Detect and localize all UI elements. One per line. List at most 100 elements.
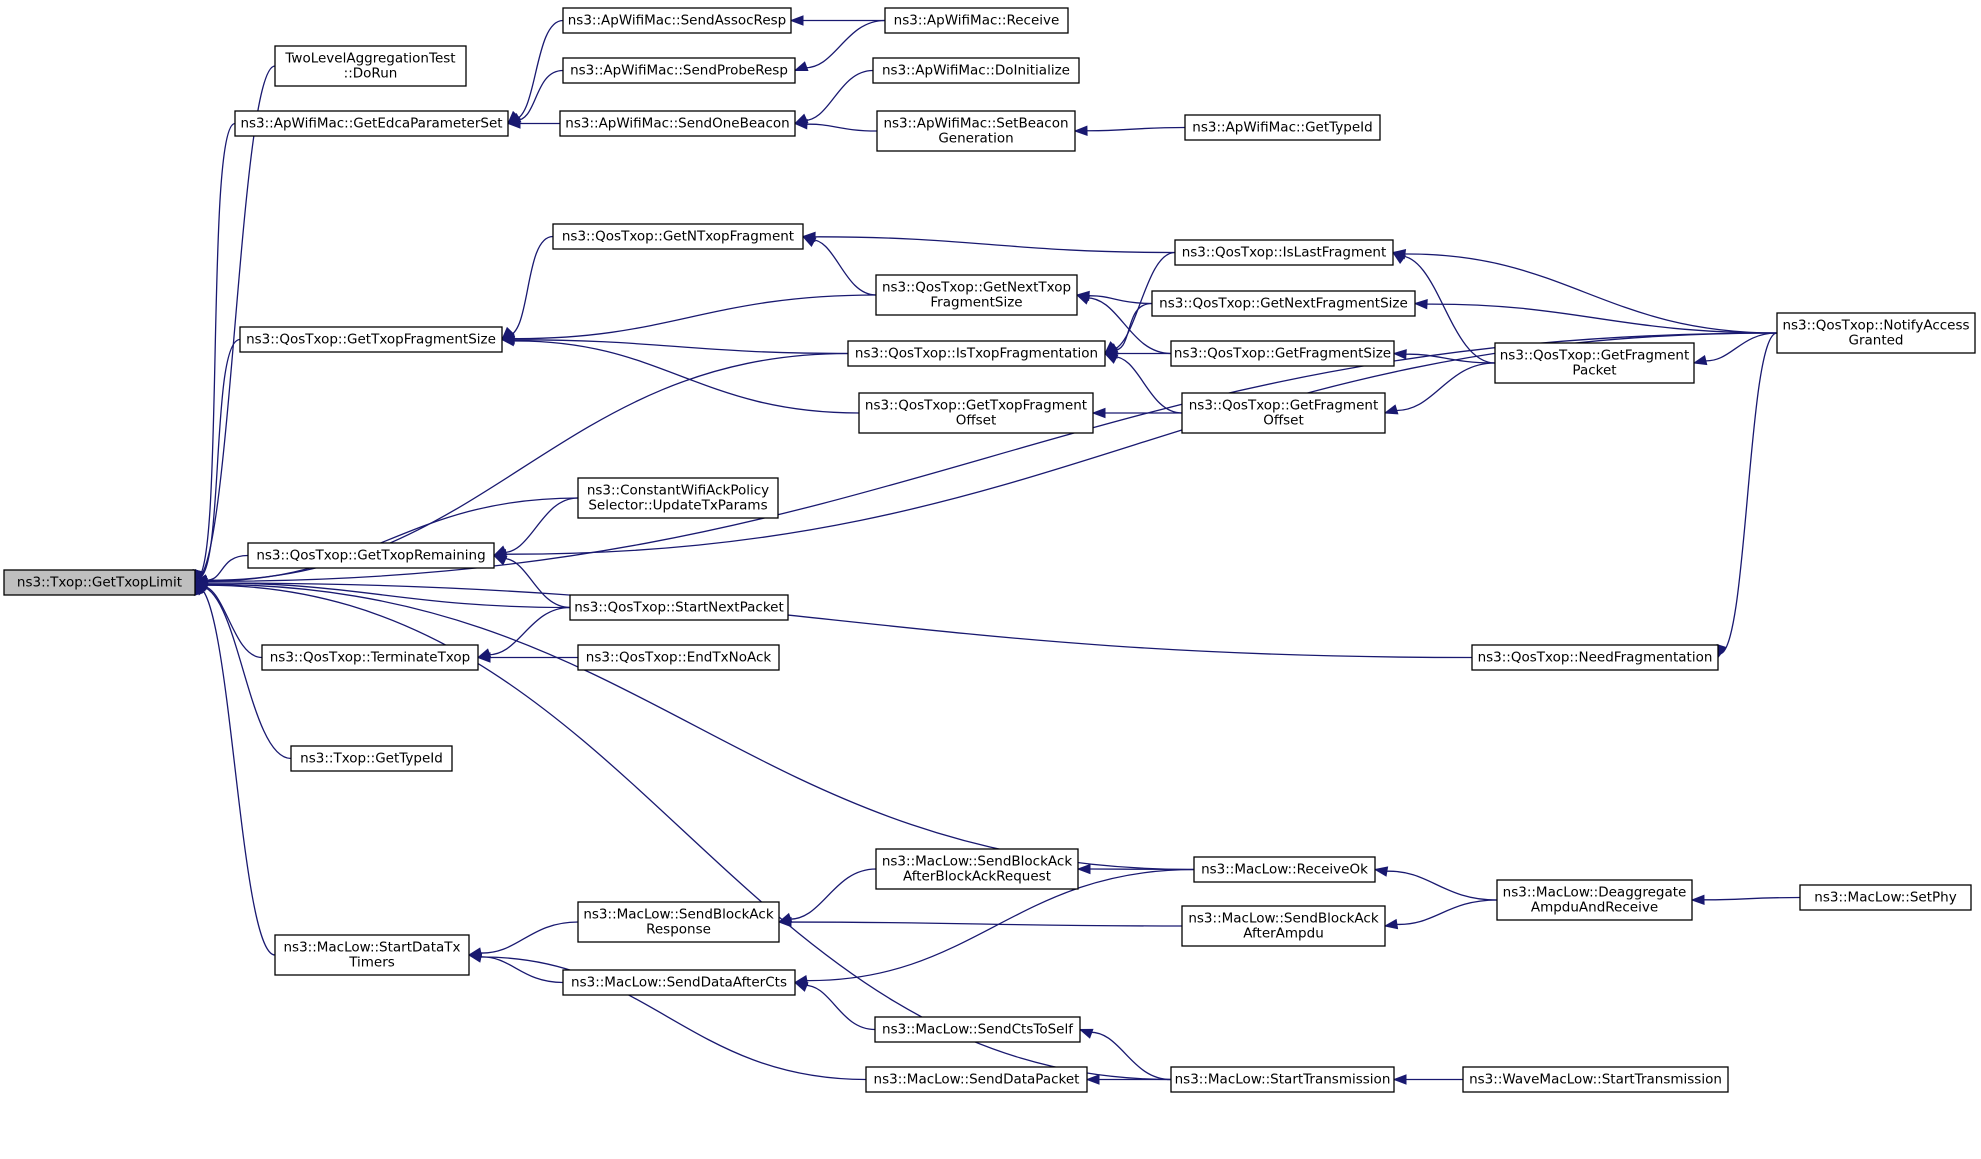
- node-box: [1181, 392, 1386, 434]
- node-ns3-txop-gettxoplimit[interactable]: ns3::Txop::GetTxopLimit: [3, 569, 196, 596]
- node-ns3-qostxop-istxopfragmentation[interactable]: ns3::QosTxop::IsTxopFragmentation: [847, 340, 1106, 367]
- node-box: [875, 274, 1078, 316]
- edge-n14-to-n11: [1403, 253, 1778, 334]
- edge-n21-to-n22: [500, 497, 579, 554]
- node-ns3-qostxop-gettxopfragmentsize[interactable]: ns3::QosTxop::GetTxopFragmentSize: [239, 326, 503, 353]
- node-box: [1462, 1066, 1729, 1093]
- edge-n10-to-n15: [505, 235, 554, 337]
- edge-n14-to-n13: [1426, 303, 1778, 334]
- edge-n32-to-n31: [1395, 899, 1498, 926]
- node-box: [1193, 856, 1376, 883]
- node-ns3-constantwifiackpolicy-selector-updatetxparams[interactable]: ns3::ConstantWifiAckPolicySelector::Upda…: [577, 477, 779, 519]
- node-label: ns3::QosTxop::GetTxopFragmentSize: [246, 332, 496, 348]
- node-box: [562, 57, 796, 84]
- node-ns3-txop-gettypeid[interactable]: ns3::Txop::GetTypeId: [290, 745, 453, 772]
- node-box: [872, 57, 1080, 84]
- node-ns3-maclow-starttransmission[interactable]: ns3::MacLow::StartTransmission: [1170, 1066, 1395, 1093]
- node-label: ::DoRun: [344, 66, 398, 82]
- node-ns3-qostxop-terminatetxop[interactable]: ns3::QosTxop::TerminateTxop: [261, 644, 479, 671]
- node-ns3-qostxop-getfragmentsize[interactable]: ns3::QosTxop::GetFragmentSize: [1170, 340, 1395, 367]
- node-label: ns3::MacLow::StartDataTx: [283, 940, 460, 956]
- node-box: [274, 45, 467, 87]
- edge-n13-to-n16: [1111, 302, 1153, 352]
- arrowhead-n32-to-n31: [1383, 918, 1399, 930]
- node-ns3-qostxop-startnextpacket[interactable]: ns3::QosTxop::StartNextPacket: [569, 594, 789, 621]
- node-ns3-qostxop-endtxnoack[interactable]: ns3::QosTxop::EndTxNoAck: [577, 644, 780, 671]
- node-label: ns3::ApWifiMac::Receive: [894, 13, 1060, 29]
- arrowhead-n19-to-n15: [500, 336, 516, 347]
- node-ns3-apwifimac-gettypeid[interactable]: ns3::ApWifiMac::GetTypeId: [1184, 114, 1381, 141]
- node-ns3-maclow-sendblockack-afterblockackrequest[interactable]: ns3::MacLow::SendBlockAckAfterBlockAckRe…: [875, 848, 1079, 890]
- node-ns3-maclow-setphy[interactable]: ns3::MacLow::SetPhy: [1799, 884, 1972, 911]
- node-ns3-wavemaclow-starttransmission[interactable]: ns3::WaveMacLow::StartTransmission: [1462, 1066, 1729, 1093]
- node-ns3-qostxop-getnextfragmentsize[interactable]: ns3::QosTxop::GetNextFragmentSize: [1151, 290, 1416, 317]
- edge-n23-to-n24: [485, 606, 571, 656]
- node-ns3-maclow-senddataaftercts[interactable]: ns3::MacLow::SendDataAfterCts: [562, 969, 796, 996]
- arrowhead-n29-to-n28: [1076, 863, 1091, 875]
- edge-n32-to-n29: [1385, 870, 1498, 901]
- node-label: ns3::QosTxop::GetNextTxop: [882, 280, 1071, 296]
- arrowhead-n38-to-n36: [1078, 1028, 1094, 1039]
- arrowhead-n14-to-n13: [1413, 298, 1428, 310]
- node-ns3-apwifimac-receive[interactable]: ns3::ApWifiMac::Receive: [884, 7, 1069, 34]
- node-label: ns3::QosTxop::TerminateTxop: [270, 650, 471, 666]
- node-label: ns3::MacLow::StartTransmission: [1175, 1072, 1391, 1088]
- node-ns3-apwifimac-sendproberesp[interactable]: ns3::ApWifiMac::SendProbeResp: [562, 57, 796, 84]
- arrowhead-n4-to-n3: [789, 15, 804, 26]
- node-label: Offset: [1263, 413, 1304, 429]
- node-ns3-apwifimac-getedcaparameterset[interactable]: ns3::ApWifiMac::GetEdcaParameterSet: [234, 110, 509, 137]
- arrowhead-n14-to-n22: [492, 548, 508, 560]
- node-box: [874, 1016, 1081, 1043]
- edge-n4-to-n5: [802, 19, 886, 69]
- arrowhead-n18-to-n20: [1383, 404, 1399, 415]
- edge-n14-to-n18: [1703, 332, 1778, 362]
- edge-n13-to-n12: [1088, 295, 1153, 305]
- node-box: [1471, 644, 1719, 671]
- edge-n26-to-n0: [206, 582, 1473, 659]
- node-label: ns3::MacLow::SendBlockAck: [882, 854, 1072, 870]
- node-ns3-apwifimac-sendassocresp[interactable]: ns3::ApWifiMac::SendAssocResp: [562, 7, 792, 34]
- node-ns3-qostxop-needfragmentation[interactable]: ns3::QosTxop::NeedFragmentation: [1471, 644, 1719, 671]
- edge-n19-to-n15: [512, 340, 860, 414]
- node-ns3-qostxop-islastfragment[interactable]: ns3::QosTxop::IsLastFragment: [1174, 239, 1394, 266]
- edge-n15-to-n0: [196, 338, 241, 580]
- arrowhead-n8-to-n6: [793, 119, 808, 130]
- edge-n34-to-n0: [196, 585, 276, 956]
- edge-n11-to-n16: [1108, 251, 1176, 351]
- node-label: TwoLevelAggregationTest: [284, 51, 455, 67]
- node-label: Generation: [938, 131, 1013, 147]
- node-ns3-maclow-sendctstoself[interactable]: ns3::MacLow::SendCtsToSelf: [874, 1016, 1081, 1043]
- node-label: ns3::ApWifiMac::GetTypeId: [1192, 120, 1372, 136]
- edge-n20-to-n16: [1110, 355, 1183, 414]
- node-label: ns3::QosTxop::GetFragment: [1189, 398, 1378, 414]
- node-ns3-qostxop-gettxopremaining[interactable]: ns3::QosTxop::GetTxopRemaining: [247, 542, 495, 569]
- node-label: ns3::Txop::GetTypeId: [300, 751, 443, 767]
- edge-n31-to-n30: [790, 921, 1183, 927]
- node-label: ns3::QosTxop::GetNTxopFragment: [562, 229, 794, 245]
- node-box: [552, 223, 804, 250]
- node-ns3-apwifimac-doinitialize[interactable]: ns3::ApWifiMac::DoInitialize: [872, 57, 1080, 84]
- node-label: ns3::MacLow::SendDataPacket: [874, 1072, 1080, 1088]
- node-box: [858, 392, 1094, 434]
- node-ns3-qostxop-getntxopfragment[interactable]: ns3::QosTxop::GetNTxopFragment: [552, 223, 804, 250]
- node-label: ns3::MacLow::SendCtsToSelf: [882, 1022, 1074, 1038]
- node-twolevelaggregationtest-dorun[interactable]: TwoLevelAggregationTest::DoRun: [274, 45, 467, 87]
- node-label: ns3::MacLow::Deaggregate: [1503, 885, 1687, 901]
- node-label: ns3::MacLow::SendBlockAck: [1188, 911, 1378, 927]
- edge-n29-to-n35: [805, 868, 1195, 982]
- node-ns3-apwifimac-sendonebeacon[interactable]: ns3::ApWifiMac::SendOneBeacon: [559, 110, 796, 137]
- node-ns3-maclow-receiveok[interactable]: ns3::MacLow::ReceiveOk: [1193, 856, 1376, 883]
- node-ns3-maclow-senddatapacket[interactable]: ns3::MacLow::SendDataPacket: [865, 1066, 1088, 1093]
- edge-n33-to-n32: [1703, 896, 1801, 901]
- arrowhead-n18-to-n11: [1391, 251, 1407, 265]
